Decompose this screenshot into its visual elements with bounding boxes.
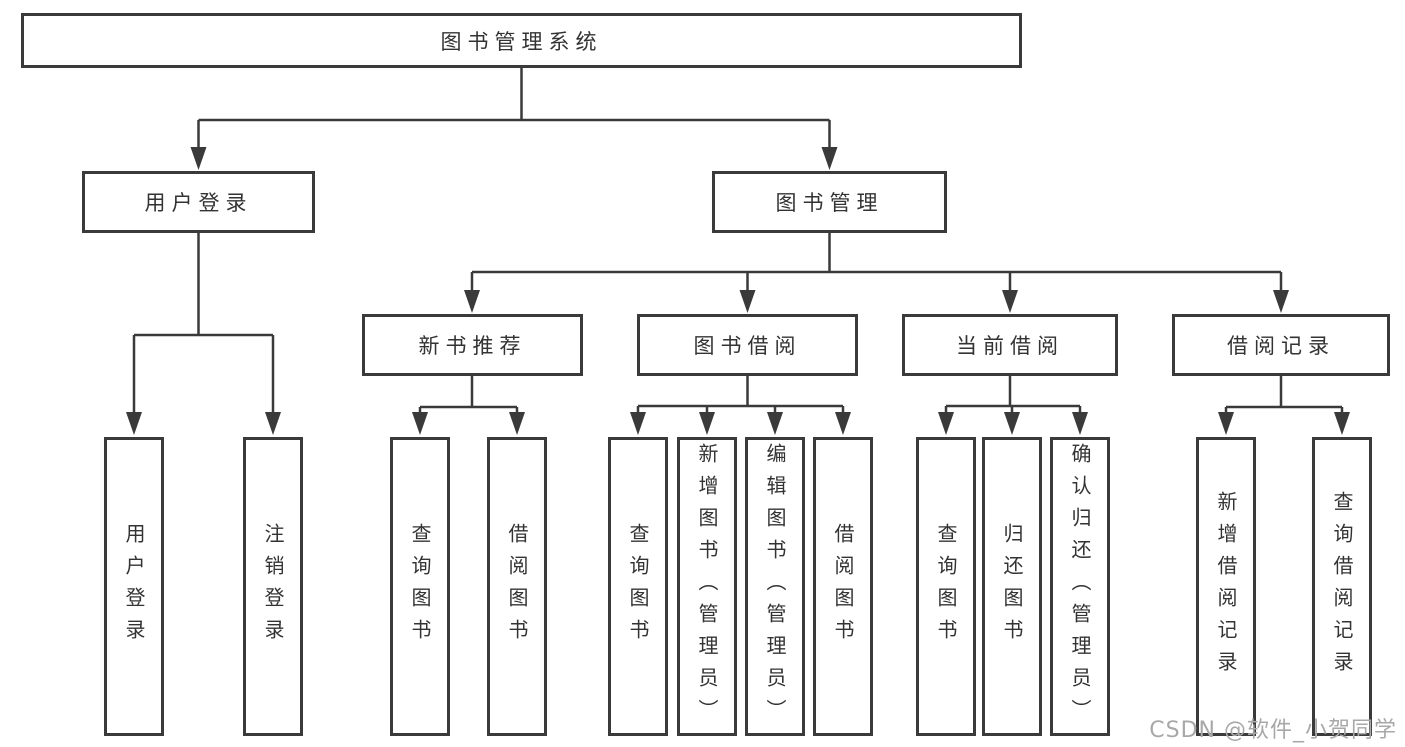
connector-book-management-to-level3 <box>464 233 1289 313</box>
csdn-watermark: CSDN @软件_小贺同学 <box>1149 718 1397 743</box>
leaf-logout: 注销登录 <box>243 437 303 736</box>
arrowhead <box>835 412 851 435</box>
leaf-confirm-return-admin-label: 确认归还（管理员） <box>1068 442 1092 731</box>
node-user-login: 用户登录 <box>82 171 315 233</box>
node-user-login-label: 用户登录 <box>144 191 253 215</box>
arrowhead <box>630 412 646 435</box>
node-borrowing-records: 借阅记录 <box>1172 314 1390 376</box>
leaf-borrow-books-recommend: 借阅图书 <box>487 437 547 736</box>
arrowhead <box>1334 412 1350 435</box>
leaf-add-book-admin: 新增图书（管理员） <box>677 437 737 736</box>
leaf-logout-label: 注销登录 <box>261 522 285 651</box>
arrowhead <box>265 412 281 435</box>
arrowhead <box>1273 290 1289 313</box>
arrowhead <box>739 290 756 313</box>
connector-borrowing-records-to-leaves <box>1218 376 1350 435</box>
arrowhead <box>1072 412 1088 435</box>
connector-book-borrowing-to-leaves <box>630 376 851 435</box>
leaf-edit-book-admin: 编辑图书（管理员） <box>745 437 805 736</box>
leaf-confirm-return-admin: 确认归还（管理员） <box>1050 437 1110 736</box>
leaf-return-books: 归还图书 <box>982 437 1042 736</box>
arrowhead <box>767 412 783 435</box>
arrowhead <box>464 290 480 313</box>
node-root: 图书管理系统 <box>21 13 1022 68</box>
node-root-label: 图书管理系统 <box>440 29 603 54</box>
arrowhead <box>699 412 715 435</box>
leaf-user-login-label: 用户登录 <box>122 522 146 651</box>
arrowhead <box>938 412 954 435</box>
arrowhead <box>1002 290 1018 313</box>
leaf-borrow-books-borrowing: 借阅图书 <box>813 437 873 736</box>
node-new-book-recommend-label: 新书推荐 <box>418 334 527 358</box>
arrowhead <box>126 412 142 435</box>
node-new-book-recommend: 新书推荐 <box>362 314 583 376</box>
leaf-return-books-label: 归还图书 <box>1000 522 1024 651</box>
node-current-borrowing-label: 当前借阅 <box>956 334 1064 358</box>
leaf-borrow-books-recommend-label: 借阅图书 <box>505 522 529 651</box>
connector-root-to-branches <box>190 68 838 170</box>
node-current-borrowing: 当前借阅 <box>902 314 1118 376</box>
arrowhead <box>190 147 207 170</box>
leaf-add-borrow-record-label: 新增借阅记录 <box>1214 490 1238 683</box>
leaf-query-borrow-record-label: 查询借阅记录 <box>1330 490 1354 683</box>
arrowhead <box>821 147 838 170</box>
leaf-edit-book-admin-label: 编辑图书（管理员） <box>763 442 787 731</box>
node-book-management: 图书管理 <box>712 171 947 233</box>
leaf-user-login: 用户登录 <box>104 437 164 736</box>
leaf-query-books-borrowing-label: 查询图书 <box>626 522 650 651</box>
node-book-management-label: 图书管理 <box>775 191 884 215</box>
connector-current-borrowing-to-leaves <box>938 376 1088 435</box>
leaf-query-books-recommend: 查询图书 <box>390 437 450 736</box>
leaf-borrow-books-borrowing-label: 借阅图书 <box>831 522 855 651</box>
arrowhead <box>1004 412 1020 435</box>
connector-new-book-recommend-to-leaves <box>412 376 525 435</box>
leaf-query-books-borrowing: 查询图书 <box>608 437 668 736</box>
leaf-query-borrow-record: 查询借阅记录 <box>1312 437 1372 736</box>
leaf-query-books-recommend-label: 查询图书 <box>408 522 432 651</box>
arrowhead <box>412 412 428 435</box>
leaf-query-books-current-label: 查询图书 <box>934 522 958 651</box>
leaf-query-books-current: 查询图书 <box>916 437 976 736</box>
node-book-borrowing: 图书借阅 <box>637 314 858 376</box>
arrowhead <box>509 412 525 435</box>
node-borrowing-records-label: 借阅记录 <box>1227 334 1335 358</box>
node-book-borrowing-label: 图书借阅 <box>693 334 802 358</box>
connector-user-login-to-leaves <box>126 233 281 435</box>
leaf-add-book-admin-label: 新增图书（管理员） <box>695 442 719 731</box>
leaf-add-borrow-record: 新增借阅记录 <box>1196 437 1256 736</box>
arrowhead <box>1218 412 1234 435</box>
